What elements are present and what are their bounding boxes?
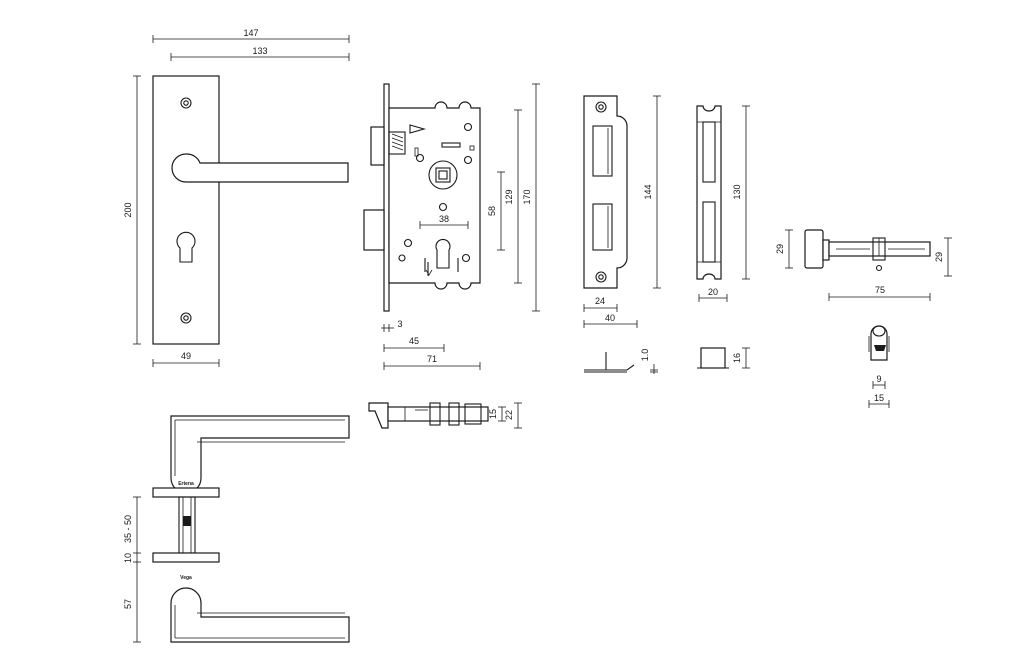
upper-lever-top-view	[170, 415, 350, 494]
dim-49: 49	[181, 351, 191, 361]
dim-133: 133	[252, 46, 267, 56]
dim-45: 45	[409, 336, 419, 346]
lock-body-dimensions: 38 58 129 170 3 45 71	[381, 83, 540, 370]
dim-57: 57	[123, 599, 133, 609]
dim-129: 129	[504, 189, 514, 204]
case-screw-1	[463, 122, 473, 132]
dim-35-50: 35 - 50	[123, 515, 133, 543]
strike-plate: 144 24 40 1.0	[583, 95, 661, 374]
rose-brand-top: Ertena	[178, 481, 194, 487]
bolt-head	[368, 402, 389, 429]
dim-170: 170	[522, 189, 532, 204]
dim-10: 10	[123, 553, 133, 563]
cylinder-thumb-turn	[804, 229, 824, 269]
dim-40: 40	[605, 313, 615, 323]
bottom-screw-inner	[183, 315, 189, 321]
backplate	[152, 75, 220, 345]
backplate-front-view	[152, 75, 349, 345]
follower-hub	[428, 160, 458, 190]
strike-box-side	[700, 347, 726, 369]
dim-20: 20	[708, 287, 718, 297]
strike-plate-outline	[583, 95, 628, 289]
dim-1-0: 1.0	[640, 349, 650, 362]
top-screw-outer	[180, 97, 192, 109]
case-screw-3	[415, 153, 425, 163]
case-screw-6	[438, 202, 448, 212]
dim-22: 22	[504, 410, 514, 420]
dim-130: 130	[732, 184, 742, 199]
latch-spring	[388, 131, 406, 155]
strike-box: 130 20 16	[696, 105, 750, 369]
lower-lever-top-view	[170, 587, 350, 643]
handle-pair-top-view: Ertena Vega 35 - 50 10 57	[123, 415, 350, 643]
dead-bolt	[363, 209, 385, 251]
dim-200: 200	[123, 202, 133, 217]
mortise-lock-body	[363, 83, 481, 312]
case-screw-4	[403, 238, 413, 248]
strike-bolt-opening	[592, 203, 613, 251]
lock-faceplate	[383, 83, 390, 312]
bolt-side-view: 15 22	[368, 402, 522, 429]
strike-side-profile	[584, 364, 635, 371]
rose-brand-bottom: Vega	[180, 575, 192, 581]
cylinder-keyhole	[176, 231, 196, 263]
case-screw-2	[463, 155, 473, 165]
follower-square	[435, 167, 451, 183]
dim-9: 9	[876, 374, 881, 384]
case-screw-5	[461, 253, 471, 263]
lock-cylinder-hole	[435, 238, 451, 269]
dim-144: 144	[643, 184, 653, 199]
latch-bolt	[370, 126, 385, 166]
dim-16: 16	[732, 353, 742, 363]
dim-29-left: 29	[775, 244, 785, 254]
dim-29-right: 29	[934, 252, 944, 262]
strike-box-outline	[696, 105, 722, 280]
strike-latch-opening	[592, 125, 613, 177]
dim-147: 147	[243, 28, 258, 38]
euro-cylinder: 29 29 75 9 15	[775, 229, 952, 408]
upper-rose	[152, 487, 220, 498]
bolt-shaft	[387, 406, 489, 422]
top-screw-inner	[183, 100, 189, 106]
dim-38: 38	[439, 214, 449, 224]
dim-3: 3	[397, 319, 402, 329]
dim-15-bolt: 15	[488, 409, 498, 419]
dim-15-cyl: 15	[874, 393, 884, 403]
bottom-screw-outer	[180, 312, 192, 324]
backplate-dimensions: 147 133 200 49	[123, 28, 350, 367]
lever-handle	[171, 153, 349, 183]
dim-58: 58	[487, 206, 497, 216]
latch-arrow-mark	[409, 124, 427, 134]
dim-71: 71	[427, 354, 437, 364]
dim-75: 75	[875, 285, 885, 295]
dim-24: 24	[595, 296, 605, 306]
lower-rose	[152, 552, 220, 563]
